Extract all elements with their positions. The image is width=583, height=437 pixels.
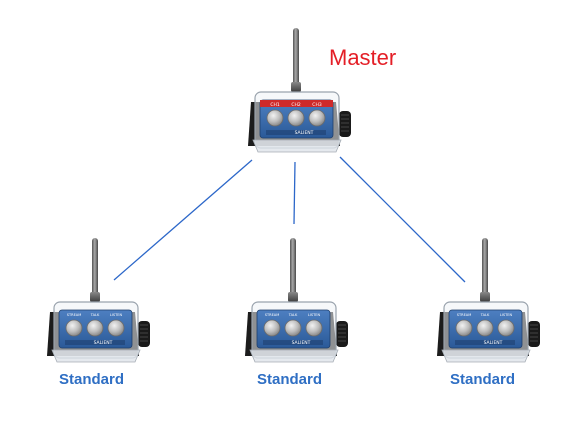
standard-1-button-2-label: TALK (90, 313, 100, 317)
standard-transmitter-1: STREAM TALK LISTEN SALIENT (46, 237, 151, 363)
standard-1-button-1-label: STREAM (67, 313, 81, 317)
standard-3-button-1-label: STREAM (457, 313, 471, 317)
standard-2-button-2-label: TALK (288, 313, 298, 317)
master-brand-text: SALIENT (295, 130, 314, 136)
standard-transmitter-2: STREAM TALK LISTEN SALIENT (244, 237, 349, 363)
standard-3-button-3-label: LISTEN (500, 313, 513, 317)
standard-3-brand-text: SALIENT (484, 340, 503, 346)
link-master-standard-2 (293, 161, 296, 225)
standard-1-brand-text: SALIENT (94, 340, 113, 346)
master-channel-3-label: CH3 (312, 102, 322, 108)
standard-label-1: Standard (59, 371, 125, 388)
standard-2-button-1-label: STREAM (265, 313, 279, 317)
master-channel-2-label: CH2 (291, 102, 301, 108)
standard-2-brand-text: SALIENT (292, 340, 311, 346)
link-master-standard-3 (339, 156, 466, 283)
standard-transmitter-3: STREAM TALK LISTEN SALIENT (436, 237, 541, 363)
standard-label-2: Standard (257, 371, 323, 388)
standard-1-button-3-label: LISTEN (110, 313, 123, 317)
master-transmitter: CH1 CH2 CH3 SALIENT (247, 27, 352, 153)
link-master-standard-1 (113, 159, 253, 281)
master-channel-1-label: CH1 (270, 102, 280, 108)
standard-2-button-3-label: LISTEN (308, 313, 321, 317)
standard-label-3: Standard (450, 371, 516, 388)
standard-3-button-2-label: TALK (480, 313, 490, 317)
master-label: Master (329, 45, 397, 70)
